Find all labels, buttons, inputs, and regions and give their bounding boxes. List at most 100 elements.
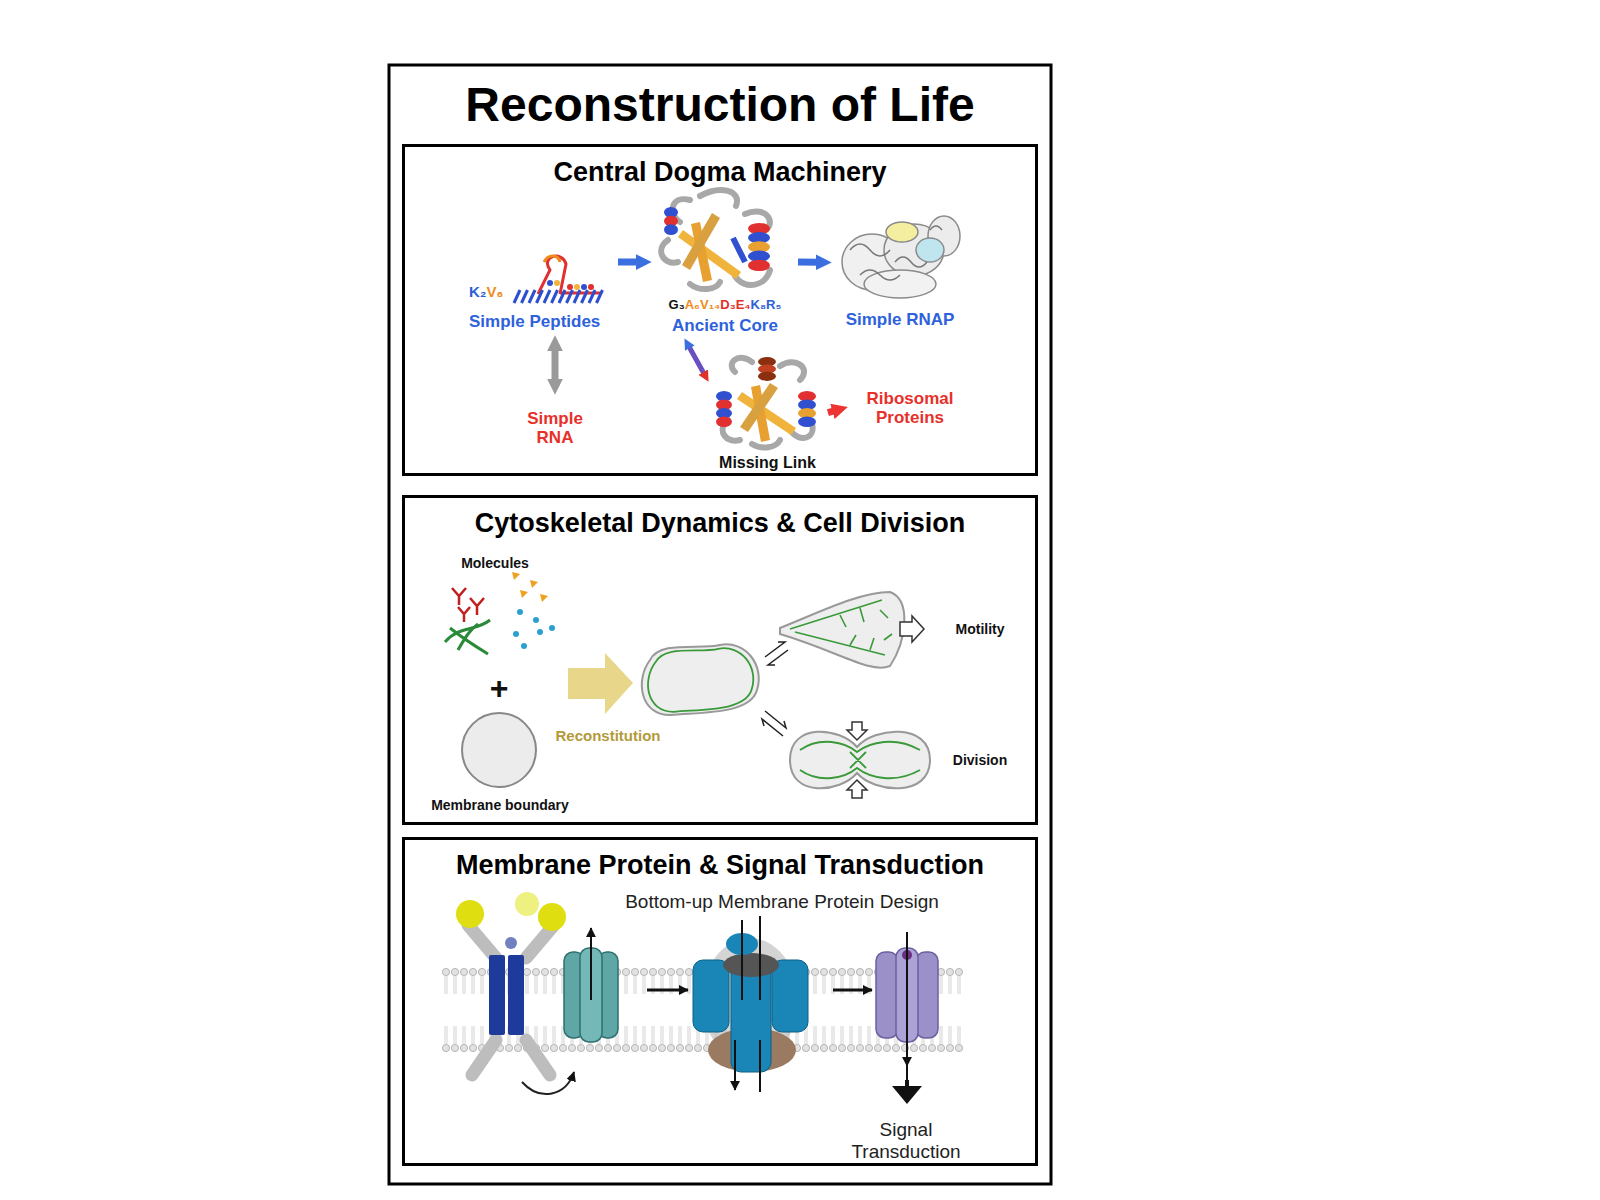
molecule-icons-part (540, 594, 548, 602)
lipid-bilayer-part (694, 1044, 701, 1051)
motile-cell-part (900, 616, 924, 642)
lipid-bilayer-part (955, 968, 962, 975)
lipid-bilayer-part (469, 1044, 476, 1051)
protein-ancient-core-part (748, 223, 770, 271)
lipid-bilayer-part (832, 976, 834, 1044)
lipid-bilayer-part (451, 968, 458, 975)
lipid-bilayer-part (451, 1044, 458, 1051)
lipid-bilayer-part (463, 976, 465, 1044)
molecule-icons-part-part (533, 617, 539, 623)
peptide-figure-part (574, 284, 580, 290)
node-label: Ancient Core (672, 316, 778, 336)
protein-missing-link-part (716, 391, 732, 427)
receptor-protein-part (505, 937, 517, 949)
protein-missing-link-part-part (716, 416, 732, 427)
figure-node: Missing Link (710, 355, 825, 472)
protein-rnap (842, 216, 960, 298)
panel-box: Membrane Protein & Signal Transduction (402, 837, 1038, 1166)
lipid-bilayer-part (442, 968, 449, 975)
lipid-bilayer-part (478, 968, 485, 975)
panel-box: Cytoskeletal Dynamics & Cell Division (402, 495, 1038, 825)
lipid-bilayer-part (541, 968, 548, 975)
dividing-cell (790, 722, 930, 798)
channel-teal-part (590, 928, 592, 1000)
lipid-bilayer-part (469, 968, 476, 975)
lipid-bilayer-part (859, 976, 861, 1044)
panel-box: Central Dogma MachineryK₂V₆ Simple Peptid… (402, 144, 1038, 476)
diagram-title: Reconstruction of Life (465, 77, 974, 132)
lipid-bilayer-part (658, 1044, 665, 1051)
lipid-bilayer-part (622, 968, 629, 975)
protein-rnap-part (916, 238, 944, 262)
receptor-protein-part (468, 925, 554, 1075)
equilibrium-arrows-part (765, 642, 788, 665)
molecule-icons-part (530, 580, 538, 588)
channel-purple-part (876, 952, 898, 1038)
protein-ancient-core-part (664, 207, 678, 235)
molecule-icons-part (520, 590, 528, 598)
lipid-bilayer-part (856, 968, 863, 975)
protein-ancient-core-part (733, 238, 745, 262)
figure-node: Simple RNAP (835, 205, 965, 330)
peptide-strand (514, 290, 603, 303)
lipid-bilayer-part (910, 1044, 917, 1051)
lipid-bilayer-part (541, 1044, 548, 1051)
figure-node: Simple RNA (511, 398, 599, 448)
annotation-label: Molecules (461, 555, 529, 571)
lipid-bilayer-part (688, 976, 690, 1044)
peptide-strand-part (567, 290, 573, 303)
lipid-bilayer-part (649, 968, 656, 975)
molecule-icons-part-part (521, 643, 527, 649)
peptide-figure-part (581, 284, 587, 290)
molecule-icons-part-part (537, 629, 543, 635)
step-arrow (647, 989, 688, 992)
peptide-strand-part (552, 290, 558, 303)
lipid-bilayer-part (937, 1044, 944, 1051)
molecule-icons-part (452, 588, 484, 622)
channel-purple (876, 932, 938, 1104)
sequence-formula: K₂V₆ (469, 283, 503, 300)
lipid-bilayer-part (823, 976, 825, 1044)
lipid-bilayer-part (535, 976, 537, 1044)
panel-heading: Central Dogma Machinery (405, 147, 1035, 189)
receptor-protein-part (489, 955, 505, 1035)
peptide-figure-part (554, 280, 560, 286)
lipid-bilayer-part (874, 1044, 881, 1051)
receptor-protein-part (538, 903, 566, 931)
peptide-strand-part (544, 290, 550, 303)
figure-node: Ribosomal Proteins (851, 384, 969, 428)
peptide-figure-part (547, 280, 553, 286)
channel-complex-part (723, 953, 779, 977)
node-label: Simple RNA (511, 409, 599, 448)
annotation-label: Division (953, 752, 1007, 768)
lipid-bilayer-part (604, 1044, 611, 1051)
peptide-figure (514, 256, 603, 303)
lipid-bilayer-part (643, 976, 645, 1044)
lipid-bilayer-part (460, 968, 467, 975)
lipid-bilayer-part (838, 1044, 845, 1051)
flow-arrow (798, 259, 817, 266)
lipid-bilayer-part (841, 976, 843, 1044)
lipid-bilayer-part (532, 968, 539, 975)
receptor-protein-part (508, 955, 524, 1035)
lipid-bilayer-part (658, 968, 665, 975)
reconstituted-cell-part (642, 644, 759, 715)
node-label: Simple Peptides (469, 312, 600, 332)
annotation-label: Signal Transduction (841, 1119, 971, 1163)
lipid-bilayer-part (838, 968, 845, 975)
peptide-figure-part (567, 284, 573, 290)
dividing-cell-part (790, 732, 930, 789)
dividing-cell-part (847, 780, 867, 798)
node-label: Missing Link (719, 454, 816, 472)
figure-node: G₃A₆V₁₄D₃E₄K₈R₅Ancient Core (655, 188, 795, 336)
peptide-strand-part (529, 290, 535, 303)
node-label: Ribosomal Proteins (851, 389, 969, 428)
lipid-bilayer-part (955, 1044, 962, 1051)
lipid-bilayer-part (850, 976, 852, 1044)
lipid-bilayer-part (820, 1044, 827, 1051)
channel-complex-part (735, 916, 760, 1090)
dividing-cell-part (847, 722, 867, 740)
lipid-bilayer-part (940, 976, 942, 1044)
lipid-bilayer-part (640, 968, 647, 975)
outer-frame (389, 65, 1051, 1184)
